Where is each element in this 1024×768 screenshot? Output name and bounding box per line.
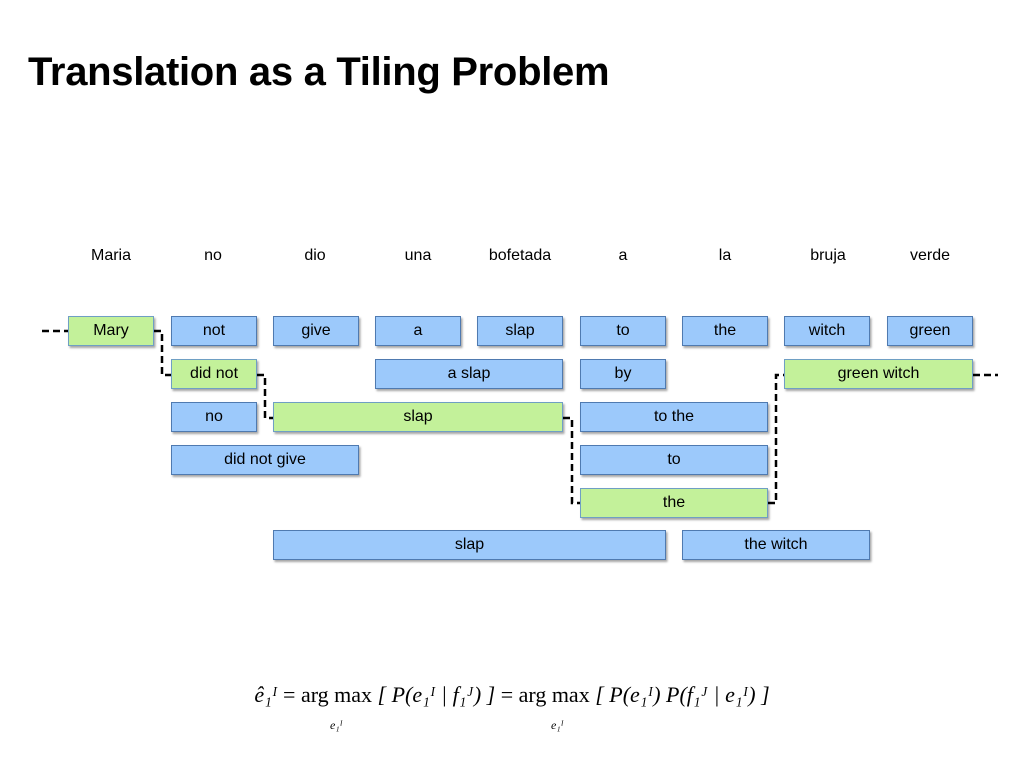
path-did-not-to-slap [257, 373, 273, 420]
page-title: Translation as a Tiling Problem [28, 50, 610, 94]
tile-to: to [580, 316, 666, 346]
formula-eq: = [283, 682, 296, 707]
tile-did-not: did not [171, 359, 257, 389]
formula-term-1: [ P(e₁ᴵ | f₁ᴶ) ] [377, 682, 496, 707]
tile-a-slap: a slap [375, 359, 563, 389]
source-word-maria: Maria [90, 247, 131, 264]
formula-term-2: [ P(e₁ᴵ) P(f₁ᴶ | e₁ᴵ) ] [595, 682, 770, 707]
source-word-a: a [618, 247, 628, 264]
tile-the: the [682, 316, 768, 346]
tile-slap-2: slap [273, 402, 563, 432]
tile-a: a [375, 316, 461, 346]
tile-did-not-give: did not give [171, 445, 359, 475]
source-word-la: la [718, 247, 732, 264]
formula-argmax-1: arg max [300, 682, 373, 707]
formula-eq-2: = [500, 682, 514, 707]
path-mary-to-did-not [154, 329, 171, 377]
source-word-no: no [204, 247, 222, 264]
source-word-bruja: bruja [810, 247, 846, 264]
translation-formula: ê₁ᴵ = arg max [ P(e₁ᴵ | f₁ᴶ) ] = arg max… [0, 672, 1024, 744]
formula-lhs: ê₁ᴵ [254, 682, 278, 707]
formula-equation: ê₁ᴵ = arg max [ P(e₁ᴵ | f₁ᴶ) ] = arg max… [0, 682, 1024, 708]
tile-the-witch: the witch [682, 530, 870, 560]
formula-argmax-2: arg max [518, 682, 590, 707]
tile-slap-3: slap [273, 530, 666, 560]
tile-not: not [171, 316, 257, 346]
tile-slap: slap [477, 316, 563, 346]
path-the-to-green-witch [768, 373, 784, 505]
tile-mary: Mary [68, 316, 154, 346]
tile-no: no [171, 402, 257, 432]
path-slap-to-the [563, 416, 580, 505]
formula-argmax-sub-2: e₁ᴵ [551, 718, 564, 732]
formula-argmax-sub-1: e₁ᴵ [330, 718, 343, 732]
tile-the-2: the [580, 488, 768, 518]
tile-give: give [273, 316, 359, 346]
tile-witch: witch [784, 316, 870, 346]
tile-to-the: to the [580, 402, 768, 432]
tile-to-2: to [580, 445, 768, 475]
tile-by: by [580, 359, 666, 389]
source-word-dio: dio [304, 247, 326, 264]
tile-green-witch: green witch [784, 359, 973, 389]
tile-green: green [887, 316, 973, 346]
source-word-una: una [404, 247, 432, 264]
source-word-verde: verde [909, 247, 951, 264]
source-word-bofetada: bofetada [488, 247, 552, 264]
